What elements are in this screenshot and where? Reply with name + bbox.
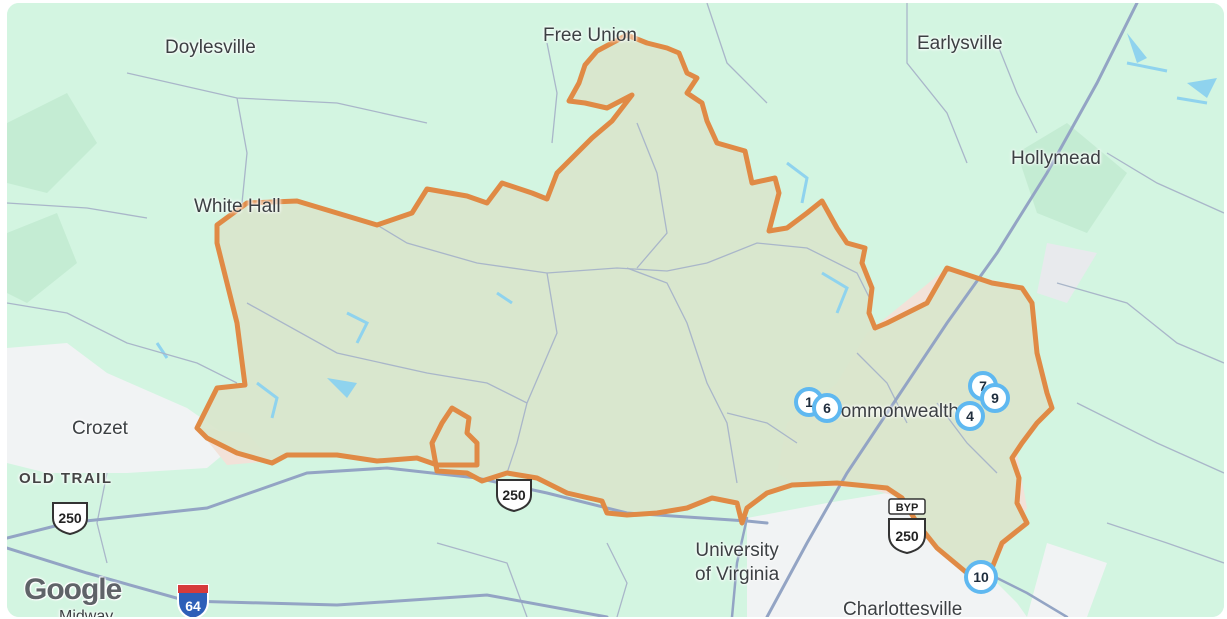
water-body (1187, 78, 1217, 98)
place-label-earlysville: Earlysville (917, 33, 1003, 54)
map-marker[interactable]: 9 (980, 383, 1010, 413)
shield-number: 250 (502, 487, 526, 503)
map-canvas[interactable] (7, 3, 1224, 617)
water-streams (155, 61, 1208, 419)
us-route-shield: 250 (494, 477, 534, 518)
shield-number: 64 (185, 598, 201, 614)
highways (7, 3, 1139, 617)
interstate-shield: 64 (175, 581, 211, 617)
shield-number: 250 (58, 510, 82, 526)
place-label-university-of-virginia: University of Virginia (695, 540, 780, 585)
place-label-hollymead: Hollymead (1011, 148, 1101, 169)
forest-area (1017, 123, 1127, 233)
place-label-doylesville: Doylesville (165, 37, 256, 58)
map-marker[interactable]: 10 (964, 560, 998, 594)
water-body (1127, 33, 1147, 63)
map-view[interactable]: Doylesville Free Union Earlysville Holly… (7, 3, 1224, 617)
district-boundary (194, 32, 1055, 576)
place-label-old-trail: OLD TRAIL (19, 470, 113, 487)
urban-area (7, 343, 237, 473)
forest-area (7, 213, 77, 303)
place-label-white-hall: White Hall (194, 196, 281, 217)
us-route-bypass-shield: BYP 250 (885, 497, 929, 562)
google-logo: Google (24, 573, 122, 606)
place-label-free-union: Free Union (543, 25, 637, 46)
us-route-shield: 250 (50, 500, 90, 541)
district-region (197, 35, 1052, 573)
shield-banner: BYP (896, 502, 919, 514)
shield-number: 250 (895, 528, 919, 544)
urban-area (1037, 243, 1097, 303)
urban-area (1027, 543, 1107, 617)
forest-area (7, 93, 97, 193)
map-marker[interactable]: 4 (955, 401, 985, 431)
minor-roads (7, 3, 1224, 617)
map-marker[interactable]: 6 (812, 393, 842, 423)
place-label-charlottesville: Charlottesville (843, 599, 963, 617)
water-body (327, 378, 357, 398)
place-label-midway: Midway (59, 608, 114, 617)
place-label-commonwealth: Commonwealth (827, 401, 959, 422)
place-label-crozet: Crozet (72, 418, 128, 439)
